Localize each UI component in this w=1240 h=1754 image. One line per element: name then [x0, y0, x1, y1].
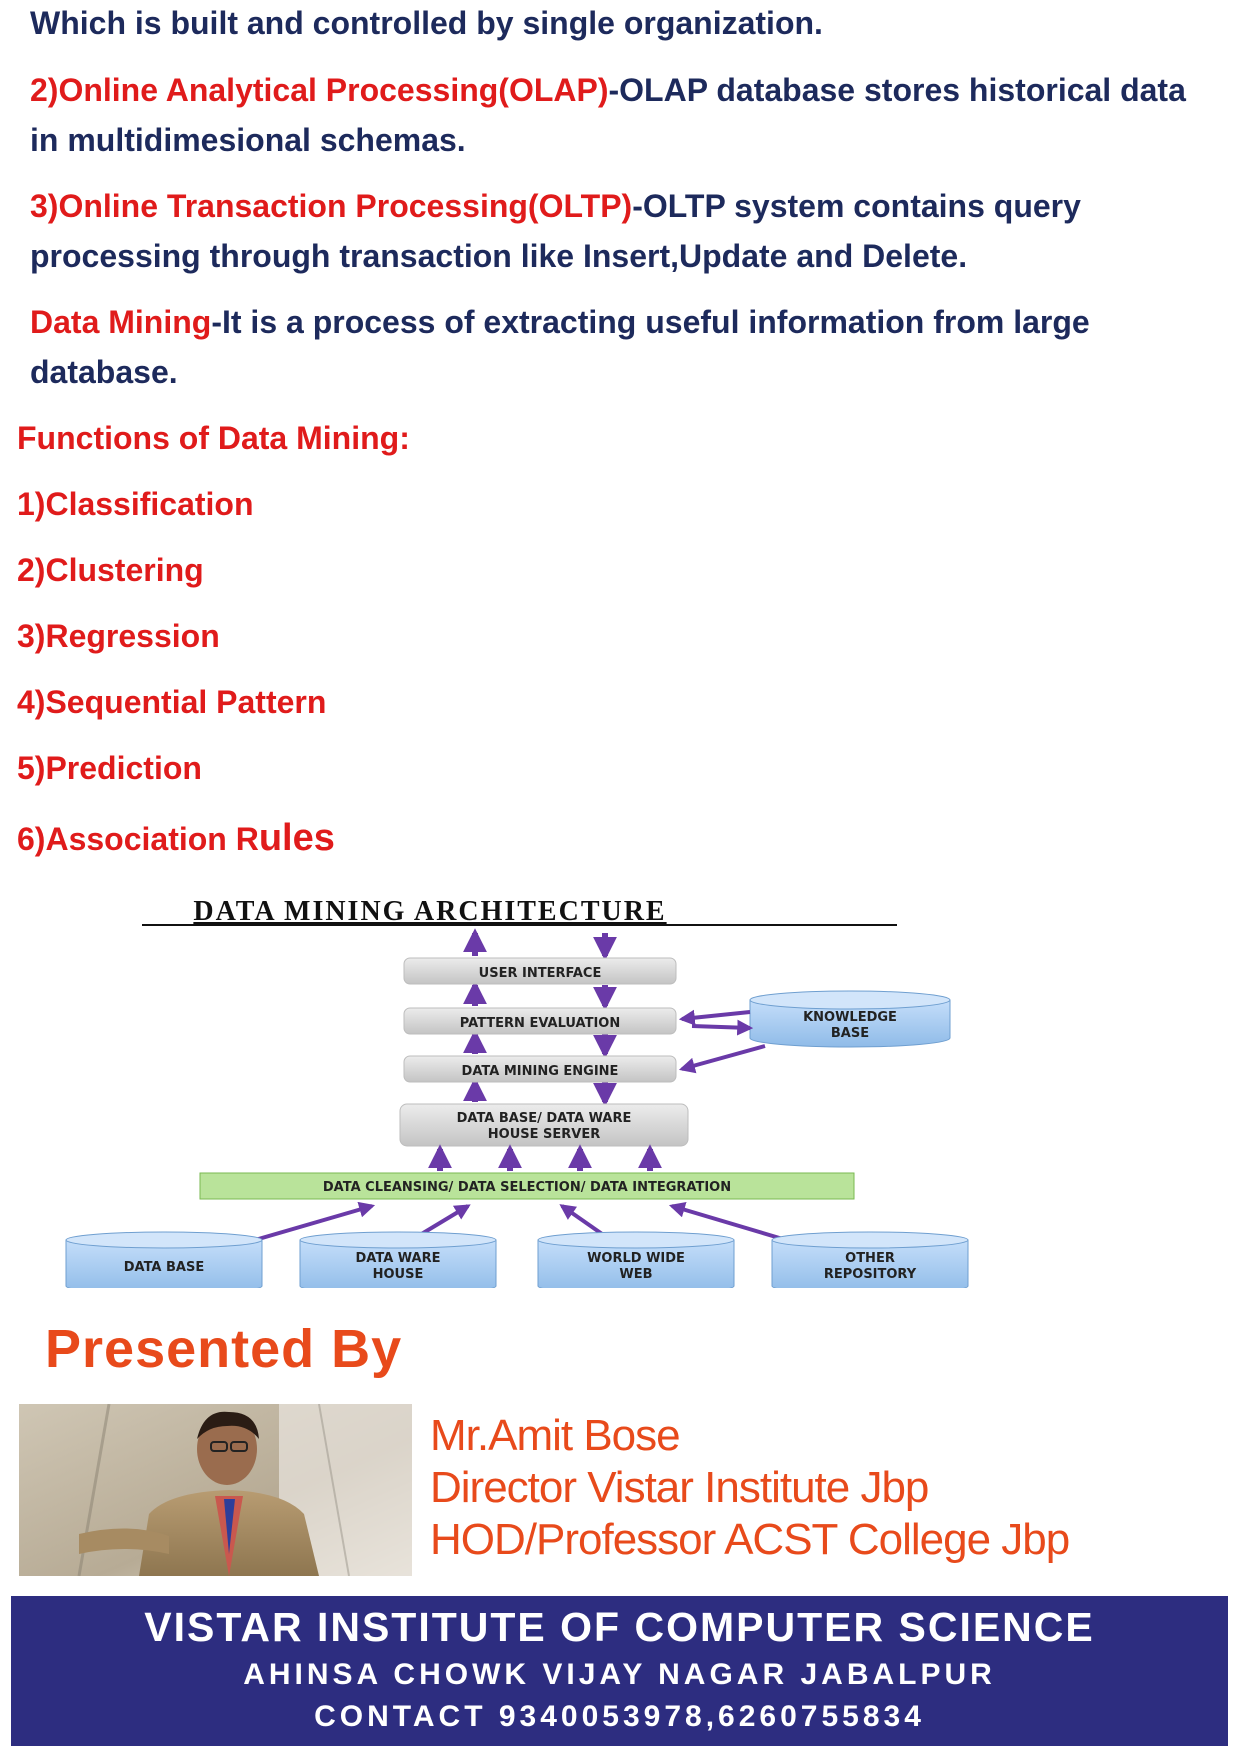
function-item: 6)Association Rules: [17, 817, 335, 859]
function-item: 4)Sequential Pattern: [17, 684, 327, 720]
data-mining-engine-label: DATA MINING ENGINE: [462, 1064, 619, 1079]
diagram-title: DATA MINING ARCHITECTURE: [193, 896, 666, 927]
data-mining-architecture-diagram: DATA MINING ARCHITECTURE USER INTERFACE …: [65, 896, 969, 1288]
olap-term: 2)Online Analytical Processing(OLAP): [30, 72, 609, 108]
user-interface-box: [403, 957, 677, 985]
source-label-line1: DATA BASE: [124, 1260, 205, 1275]
institute-name: VISTAR INSTITUTE OF COMPUTER SCIENCE: [144, 1604, 1095, 1650]
oltp-text: -OLTP system contains query processing t…: [30, 188, 1081, 274]
data-cleansing-label: DATA CLEANSING/ DATA SELECTION/ DATA INT…: [323, 1180, 731, 1195]
olap-text: -OLAP database stores historical data in…: [30, 72, 1186, 158]
olap-definition: 2)Online Analytical Processing(OLAP)-OLA…: [30, 65, 1220, 165]
database-server-box: [399, 1103, 689, 1147]
data-mining-term: Data Mining: [30, 304, 212, 340]
functions-heading: Functions of Data Mining:: [17, 420, 410, 456]
source-label-line1: DATA WARE: [356, 1251, 441, 1266]
institute-contact: CONTACT 9340053978,6260755834: [314, 1700, 925, 1733]
data-cleansing-bar: [199, 1172, 855, 1200]
knowledge-base-label-line2: BASE: [831, 1026, 869, 1041]
function-item: 1)Classification: [17, 486, 254, 522]
presenter-role-director: Director Vistar Institute Jbp: [430, 1463, 929, 1512]
knowledge-base-label-line1: KNOWLEDGE: [803, 1010, 897, 1025]
source-label-line1: OTHER: [845, 1251, 895, 1266]
function-item: 5)Prediction: [17, 750, 202, 786]
presenter-role-hod: HOD/Professor ACST College Jbp: [430, 1515, 1070, 1564]
source-arrows: [199, 1201, 841, 1258]
server-label-line1: DATA BASE/ DATA WARE: [457, 1111, 632, 1126]
oltp-term: 3)Online Transaction Processing(OLTP): [30, 188, 633, 224]
source-cylinder-other-repository: [771, 1231, 969, 1288]
oltp-definition: 3)Online Transaction Processing(OLTP)-OL…: [30, 181, 1220, 281]
knowledge-base-arrows: [678, 1009, 766, 1074]
source-cylinder-data-warehouse: [299, 1231, 497, 1288]
data-mining-text: -It is a process of extracting useful in…: [30, 304, 1090, 390]
source-cylinder-world-wide-web: [537, 1231, 735, 1288]
pattern-evaluation-box: [403, 1007, 677, 1035]
institute-address: AHINSA CHOWK VIJAY NAGAR JABALPUR: [243, 1658, 996, 1691]
institute-banner: VISTAR INSTITUTE OF COMPUTER SCIENCE AHI…: [11, 1596, 1228, 1746]
data-mining-engine-box: [403, 1055, 677, 1083]
function-item: 2)Clustering: [17, 552, 204, 588]
presenter-photo: [19, 1404, 412, 1576]
source-label-line2: REPOSITORY: [824, 1267, 917, 1282]
source-label-line1: WORLD WIDE: [587, 1251, 685, 1266]
pattern-evaluation-label: PATTERN EVALUATION: [460, 1016, 621, 1031]
source-label-line2: HOUSE: [373, 1267, 424, 1282]
knowledge-base-cylinder: [749, 990, 951, 1048]
function-item: 3)Regression: [17, 618, 220, 654]
up-down-arrows: [463, 928, 617, 1107]
presented-by-heading: Presented By: [45, 1319, 403, 1379]
source-cylinder-database: [65, 1231, 263, 1288]
presenter-name: Mr.Amit Bose: [430, 1411, 681, 1460]
user-interface-label: USER INTERFACE: [479, 966, 602, 981]
intro-line: Which is built and controlled by single …: [30, 5, 823, 41]
presenter-portrait-image: [19, 1404, 412, 1576]
data-mining-definition: Data Mining-It is a process of extractin…: [30, 297, 1220, 397]
server-label-line2: HOUSE SERVER: [488, 1127, 600, 1142]
cleansing-up-arrows: [428, 1144, 662, 1171]
source-label-line2: WEB: [619, 1267, 652, 1282]
